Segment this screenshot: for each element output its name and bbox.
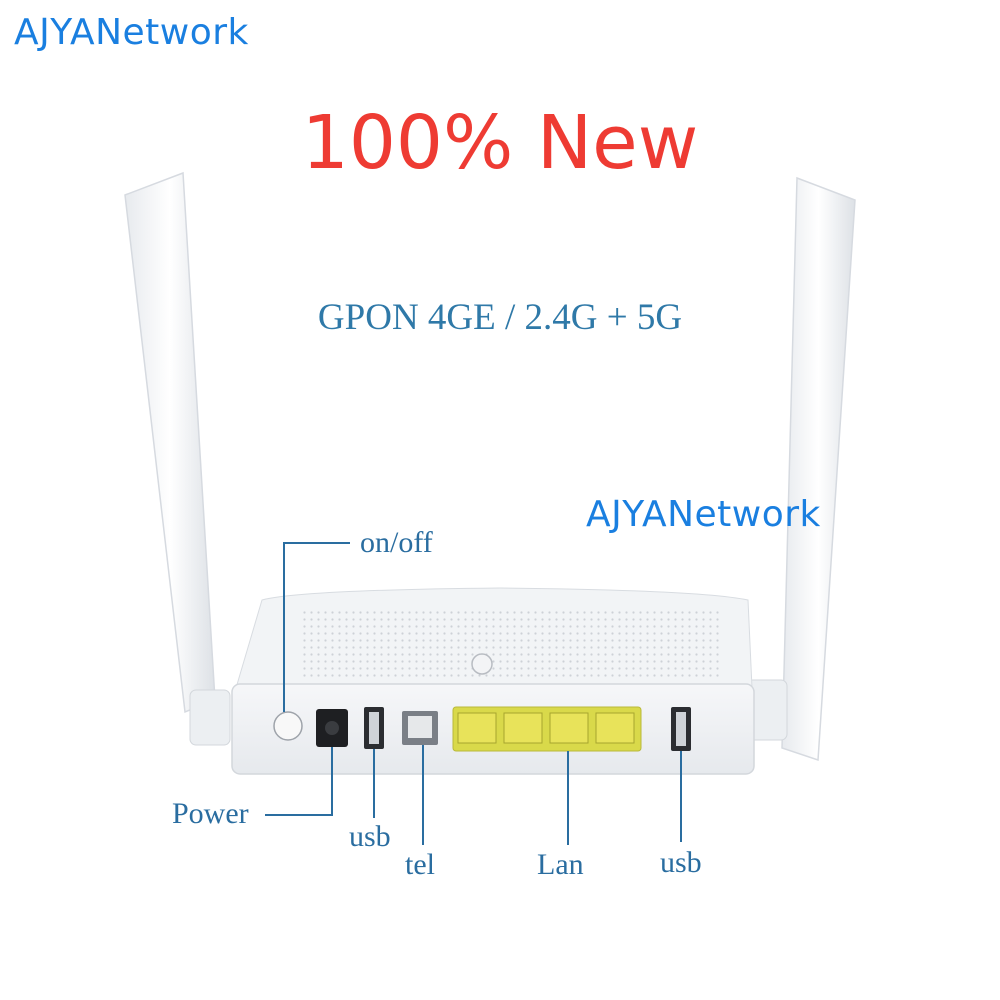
left-antenna <box>124 171 231 746</box>
label-power: Power <box>172 797 249 830</box>
label-tel: tel <box>405 848 435 881</box>
watermark-top: AJYANetwork <box>14 12 249 53</box>
label-lan: Lan <box>537 848 584 881</box>
label-usb-left: usb <box>349 820 391 853</box>
watermark-mid: AJYANetwork <box>586 494 821 535</box>
lan-ports <box>452 706 642 752</box>
headline: 100% New <box>301 100 699 186</box>
callout-lines <box>265 542 682 845</box>
spec-text: GPON 4GE / 2.4G + 5G <box>317 297 683 338</box>
label-on-off: on/off <box>360 526 433 559</box>
power-switch <box>273 711 303 741</box>
right-antenna <box>744 176 856 762</box>
label-usb-right: usb <box>660 846 702 879</box>
